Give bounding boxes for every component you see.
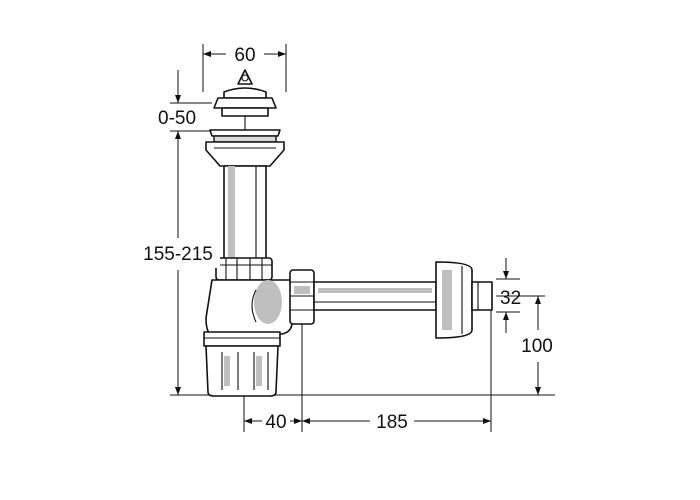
dim-outlet-length: 185 [376, 412, 408, 433]
vertical-pipe [223, 165, 267, 263]
dim-body-to-nut: 40 [265, 412, 286, 433]
bottle-cup [205, 345, 279, 397]
waste-fitting [205, 69, 285, 167]
dim-outlet-diameter: 32 [500, 288, 521, 309]
upper-nut [215, 257, 273, 281]
dim-top-width: 60 [234, 45, 255, 66]
dim-overall-height: 155-215 [143, 244, 213, 265]
dim-outlet-height: 100 [521, 336, 553, 357]
outlet-spigot [471, 281, 493, 311]
wall-rosette [435, 261, 473, 339]
trap-body [203, 279, 293, 347]
outlet-nut [289, 269, 315, 325]
dim-stopper-height: 0-50 [158, 108, 196, 129]
horizontal-pipe [313, 281, 437, 311]
